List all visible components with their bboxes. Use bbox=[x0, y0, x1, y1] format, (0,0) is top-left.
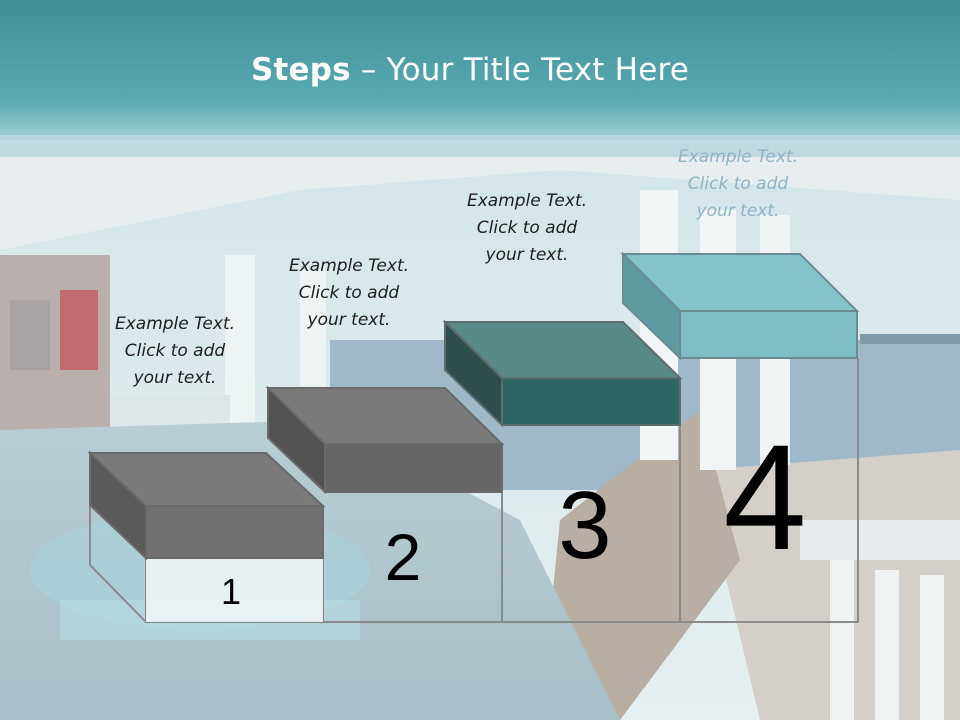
step-1-number: 1 bbox=[220, 571, 242, 612]
step-1-line-3: your text. bbox=[133, 368, 217, 388]
step-2-line-2: Click to add bbox=[298, 283, 400, 303]
step-2-number: 2 bbox=[384, 520, 422, 594]
slide-title: Steps – Your Title Text Here bbox=[0, 52, 940, 88]
step-4-line-2: Click to add bbox=[687, 174, 789, 194]
step-1-line-1: Example Text. bbox=[114, 314, 236, 334]
title-dash: – bbox=[350, 52, 387, 88]
step-4-block bbox=[620, 251, 860, 361]
step-4-line-1: Example Text. bbox=[677, 147, 799, 167]
step-3-line-2: Click to add bbox=[476, 218, 578, 238]
title-rest: Your Title Text Here bbox=[386, 52, 689, 88]
step-4-line-3: your text. bbox=[696, 201, 780, 221]
step-2-line-3: your text. bbox=[307, 310, 391, 330]
step-1-note[interactable]: Example Text. Click to add your text. bbox=[75, 311, 275, 392]
step-2-line-1: Example Text. bbox=[288, 256, 410, 276]
step-1-riser bbox=[146, 558, 323, 622]
step-2-note[interactable]: Example Text. Click to add your text. bbox=[249, 253, 449, 334]
step-3-note[interactable]: Example Text. Click to add your text. bbox=[427, 188, 627, 269]
step-1-line-2: Click to add bbox=[124, 341, 226, 361]
step-3-line-3: your text. bbox=[485, 245, 569, 265]
step-1-block bbox=[87, 450, 326, 561]
step-2-block bbox=[265, 385, 505, 495]
step-3-line-1: Example Text. bbox=[466, 191, 588, 211]
step-4-number: 4 bbox=[723, 413, 807, 581]
step-3-block bbox=[442, 319, 683, 428]
title-bold: Steps bbox=[250, 52, 351, 88]
step-3-number: 3 bbox=[558, 472, 612, 579]
step-4-note[interactable]: Example Text. Click to add your text. bbox=[638, 144, 838, 225]
